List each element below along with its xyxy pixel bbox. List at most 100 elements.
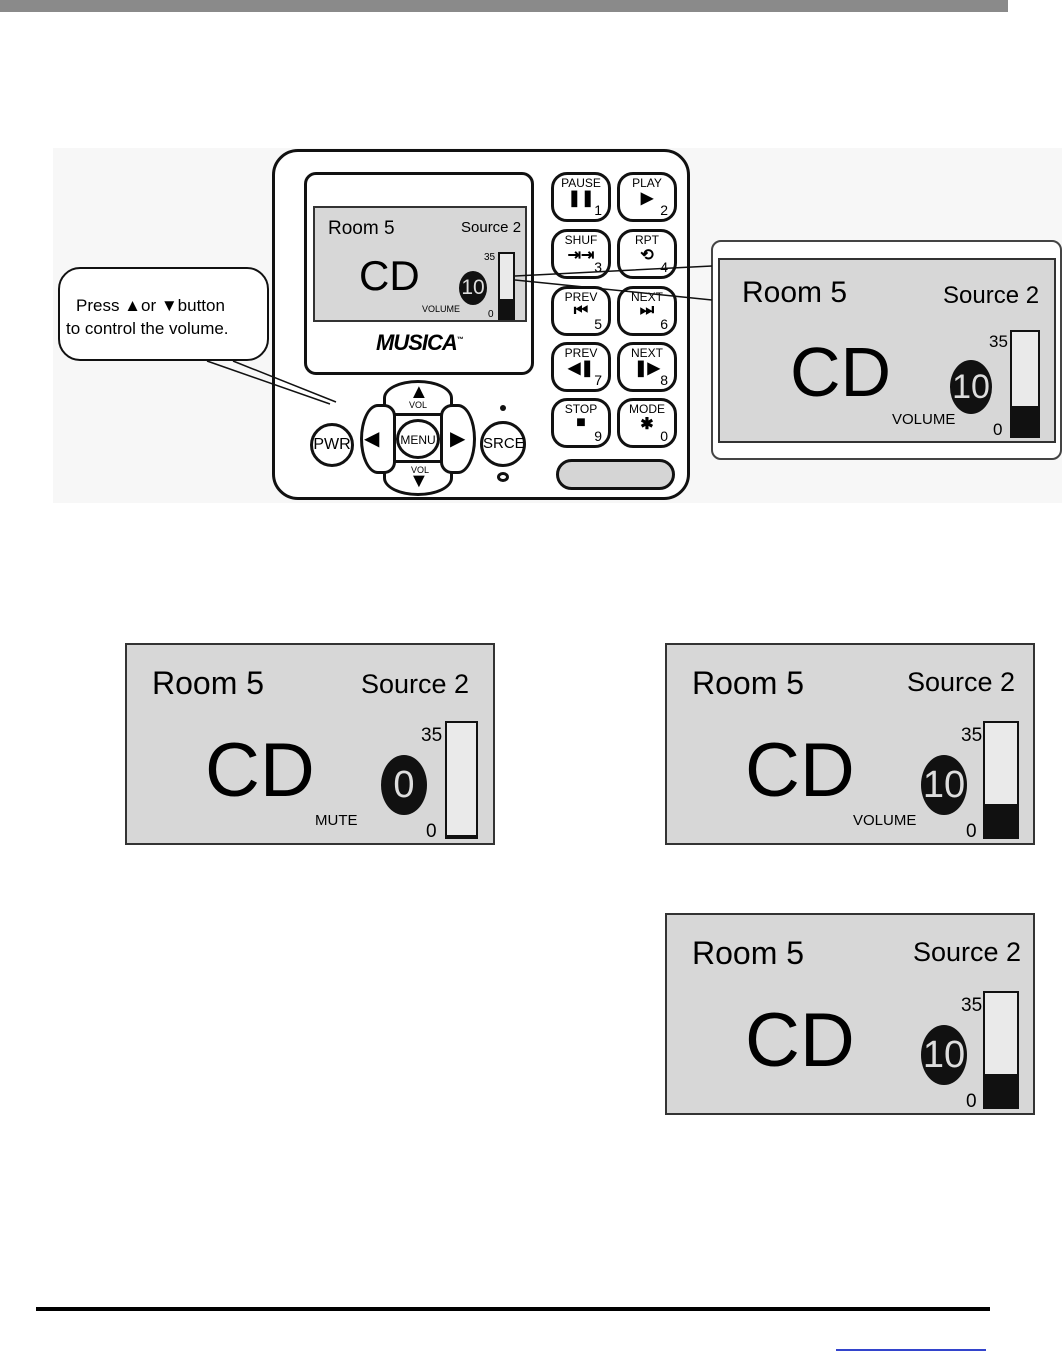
keypad-number: 3 bbox=[594, 259, 602, 275]
ir-sensor bbox=[497, 472, 509, 482]
keypad-glyph-icon: ⇥⇥ bbox=[567, 247, 595, 264]
meter-fill bbox=[985, 803, 1017, 837]
right-button[interactable] bbox=[440, 404, 476, 474]
arrow-up-icon: ▲ bbox=[409, 381, 429, 403]
left-button[interactable] bbox=[360, 404, 396, 474]
lcd-main: CD bbox=[745, 998, 855, 1083]
keypad-number: 2 bbox=[660, 202, 668, 218]
lcd-room: Room 5 bbox=[328, 218, 395, 239]
keypad-label: RPT bbox=[635, 233, 659, 247]
vol-down-label: VOL bbox=[411, 465, 430, 475]
remote-lcd: Room 5 Source 2 CD 10 VOLUME 35 0 bbox=[313, 206, 527, 322]
meter-min: 0 bbox=[488, 309, 494, 320]
volume-meter bbox=[498, 252, 515, 320]
meter-fill bbox=[500, 299, 513, 318]
keypad-number: 1 bbox=[594, 202, 602, 218]
keypad-glyph-icon: ◀❚ bbox=[568, 360, 594, 377]
plain-lcd: Room 5 Source 2 CD 10 35 0 bbox=[665, 913, 1035, 1115]
meter-max: 35 bbox=[961, 725, 983, 746]
volume-meter bbox=[1010, 330, 1040, 438]
mute-lcd: Room 5 Source 2 CD 0 MUTE 35 0 bbox=[125, 643, 495, 845]
keypad-button-1[interactable]: PAUSE❚❚1 bbox=[551, 172, 611, 222]
meter-fill bbox=[1012, 405, 1038, 436]
meter-max: 35 bbox=[484, 252, 496, 263]
keypad-button-5[interactable]: PREV⏮5 bbox=[551, 286, 611, 336]
keypad-number: 4 bbox=[660, 259, 668, 275]
header-bar bbox=[0, 0, 1008, 12]
meter-fill bbox=[447, 835, 476, 837]
lcd-source: Source 2 bbox=[461, 219, 522, 236]
callout-line-1: Press ▲or ▼button bbox=[76, 296, 225, 315]
keypad-label: MODE bbox=[629, 402, 665, 416]
keypad-button-4[interactable]: RPT⟲4 bbox=[617, 229, 677, 279]
footer-link[interactable] bbox=[836, 1349, 986, 1351]
keypad-number: 7 bbox=[594, 372, 602, 388]
keypad-number: 9 bbox=[594, 428, 602, 444]
keypad-glyph-icon: ■ bbox=[576, 414, 586, 431]
level-badge: 10 bbox=[921, 1025, 967, 1085]
vol-up-label: VOL bbox=[409, 400, 428, 410]
keypad-button-0[interactable]: MODE✱ 0 bbox=[617, 398, 677, 448]
keypad-label: NEXT bbox=[630, 346, 663, 360]
source-button[interactable]: SRCE bbox=[480, 421, 526, 467]
power-button[interactable]: PWR bbox=[310, 423, 354, 467]
lcd-source: Source 2 bbox=[943, 282, 1040, 309]
volume-meter bbox=[983, 721, 1019, 839]
led-indicator bbox=[500, 405, 506, 411]
keypad-button-2[interactable]: PLAY▶2 bbox=[617, 172, 677, 222]
zoomed-lcd: Room 5 Source 2 CD 10 VOLUME 35 0 bbox=[718, 258, 1056, 443]
lcd-source: Source 2 bbox=[913, 937, 1022, 967]
level-badge: 10 bbox=[950, 360, 992, 414]
arrow-right-icon: ▶ bbox=[450, 428, 466, 450]
keypad-label: PAUSE bbox=[561, 176, 601, 190]
lcd-room: Room 5 bbox=[692, 665, 805, 701]
menu-label: MENU bbox=[400, 433, 436, 447]
lcd-mode: VOLUME bbox=[892, 411, 956, 428]
source-label: SRCE bbox=[483, 435, 525, 452]
power-label: PWR bbox=[313, 436, 351, 453]
keypad-glyph-icon: ❚▶ bbox=[634, 360, 660, 377]
keypad-number: 6 bbox=[660, 316, 668, 332]
volume-lcd: Room 5 Source 2 CD 10 VOLUME 35 0 bbox=[665, 643, 1035, 845]
keypad-button-7[interactable]: PREV◀❚7 bbox=[551, 342, 611, 392]
keypad-button-6[interactable]: NEXT⏭6 bbox=[617, 286, 677, 336]
lcd-main: CD bbox=[790, 333, 892, 411]
keypad-label: PREV bbox=[564, 346, 598, 360]
volume-meter bbox=[445, 721, 478, 839]
meter-min: 0 bbox=[426, 821, 437, 842]
lcd-main: CD bbox=[205, 728, 315, 813]
lcd-main: CD bbox=[359, 252, 420, 299]
arrow-left-icon: ◀ bbox=[364, 428, 380, 450]
lcd-room: Room 5 bbox=[742, 276, 848, 309]
volume-meter bbox=[983, 991, 1019, 1109]
keypad-button-9[interactable]: STOP■9 bbox=[551, 398, 611, 448]
lcd-main: CD bbox=[745, 728, 855, 813]
meter-min: 0 bbox=[993, 420, 1003, 439]
function-bar[interactable] bbox=[556, 459, 675, 490]
lcd-room: Room 5 bbox=[152, 665, 265, 701]
lcd-room: Room 5 bbox=[692, 935, 805, 971]
level-badge: 10 bbox=[459, 271, 487, 305]
keypad-label: SHUF bbox=[564, 233, 598, 247]
lcd-mode: MUTE bbox=[315, 812, 358, 829]
meter-max: 35 bbox=[421, 725, 443, 746]
callout-line-2: to control the volume. bbox=[66, 319, 229, 338]
keypad-label: PLAY bbox=[632, 176, 662, 190]
meter-fill bbox=[985, 1073, 1017, 1107]
keypad-number: 5 bbox=[594, 316, 602, 332]
keypad-glyph-icon: ✱ bbox=[640, 416, 654, 433]
keypad-button-8[interactable]: NEXT❚▶8 bbox=[617, 342, 677, 392]
keypad-glyph-icon: ⏮ bbox=[573, 302, 589, 319]
keypad-glyph-icon: ⏭ bbox=[639, 302, 655, 319]
lcd-mode: VOLUME bbox=[422, 304, 461, 314]
level-badge: 10 bbox=[921, 755, 967, 815]
lcd-source: Source 2 bbox=[361, 669, 470, 699]
keypad-button-3[interactable]: SHUF⇥⇥3 bbox=[551, 229, 611, 279]
meter-max: 35 bbox=[989, 332, 1008, 351]
keypad-glyph-icon: ❚❚ bbox=[567, 190, 595, 207]
keypad-number: 0 bbox=[660, 428, 668, 444]
meter-min: 0 bbox=[966, 821, 977, 842]
menu-button[interactable]: MENU bbox=[396, 419, 440, 459]
lcd-mode: VOLUME bbox=[853, 812, 917, 829]
level-badge: 0 bbox=[381, 755, 427, 815]
